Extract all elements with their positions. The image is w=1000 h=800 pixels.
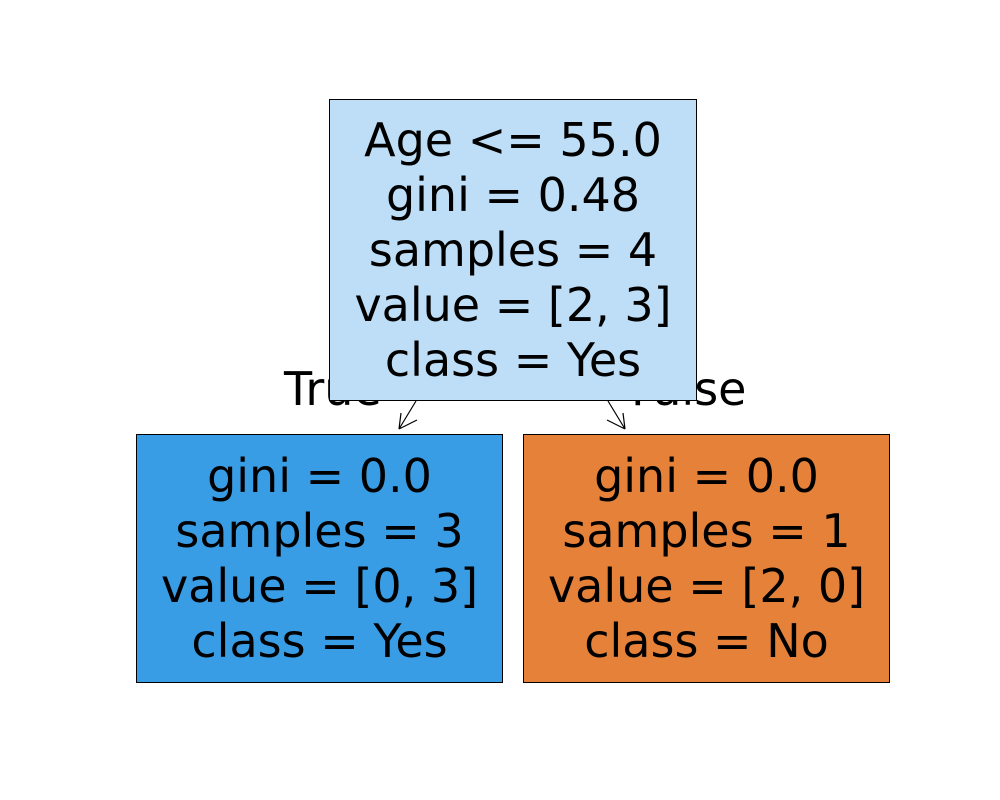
tree-node-left-leaf: gini = 0.0 samples = 3 value = [0, 3] cl… bbox=[136, 434, 503, 683]
edge-root-to-left bbox=[398, 400, 418, 430]
node-left-samples: samples = 3 bbox=[175, 503, 464, 558]
node-root-samples: samples = 4 bbox=[368, 222, 658, 277]
tree-node-right-leaf: gini = 0.0 samples = 1 value = [2, 0] cl… bbox=[523, 434, 890, 683]
edge-root-to-right bbox=[606, 400, 626, 430]
node-right-samples: samples = 1 bbox=[562, 503, 851, 558]
node-left-value: value = [0, 3] bbox=[160, 558, 479, 613]
node-right-value: value = [2, 0] bbox=[547, 558, 866, 613]
node-right-gini: gini = 0.0 bbox=[594, 448, 819, 503]
node-left-class: class = Yes bbox=[191, 613, 448, 668]
node-root-class: class = Yes bbox=[384, 332, 642, 387]
node-right-class: class = No bbox=[584, 613, 829, 668]
node-left-gini: gini = 0.0 bbox=[207, 448, 432, 503]
node-root-value: value = [2, 3] bbox=[354, 277, 672, 332]
tree-node-root: Age <= 55.0 gini = 0.48 samples = 4 valu… bbox=[329, 99, 697, 401]
node-root-gini: gini = 0.48 bbox=[385, 167, 641, 222]
node-root-split-rule: Age <= 55.0 bbox=[364, 112, 662, 167]
